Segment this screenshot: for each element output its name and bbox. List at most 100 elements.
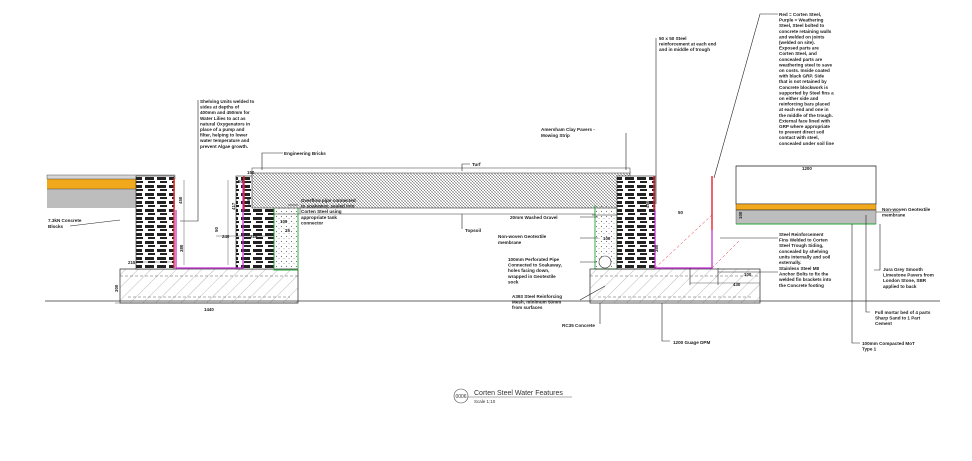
title-block: 0006 Corten Steel Water Features Scale 1… [453,388,572,404]
label-line: filter, helping to lower [200,133,248,138]
label-line: Red = Corten Steel, [779,12,821,17]
label-line: sock [508,279,519,284]
label-line: concrete retaining walls [779,29,832,34]
label-line: GRP where appropriate [779,124,830,129]
right-footing [589,268,761,304]
label-line: on costs. Inside coated [779,68,830,73]
label-line: Corten Steel, and [779,51,817,56]
label-line: Stainless Steel M8 [779,266,820,271]
right-paving [735,165,877,225]
dim-100-pipe: 100 [603,236,611,241]
dim-380-right: 380 [654,244,659,252]
label-line: 400mm and 450mm for [200,110,250,115]
label-line: Overflow pipe connected [301,198,356,203]
dim-1440: 1440 [204,307,214,312]
dim-50-left: 50 [214,227,219,232]
dim-100-mid: 100 [280,219,288,224]
label-line: Limestone Pavers from [883,273,934,278]
label-line: Blocks [48,224,64,229]
label-line: concealed under soil line [779,141,834,146]
ref-circle [453,388,469,404]
label-line: supported by Steel fins a [779,90,834,95]
label-washed-gravel: 20mm Washed Gravel [510,215,558,220]
label-line: Amersham Clay Pavers - [541,127,595,132]
dim-450-right: 450 [645,200,650,208]
label-line: Anchor Bolts to fix the [779,272,829,277]
dim-215-mid: 215 [250,234,258,239]
dim-240-left: 240 [222,234,230,239]
drawing-title: Corten Steel Water Features [474,390,563,397]
right-trough-steel [653,176,741,285]
dim-100-r2: 100 [744,272,752,277]
label-line: Fins Welded to Corten [779,238,828,243]
dim-417: 417 [231,202,236,210]
label-line: from surfaces [512,305,543,310]
label-line: sides at depths of [200,105,240,110]
label-line: to soakaway, sealed into [301,204,355,209]
label-line: External face lined with [779,118,830,123]
label-line: with black GRP. Side [778,74,825,79]
label-line: holes facing down, [508,268,549,273]
label-line: Full mortar bed of 4 parts [875,310,931,315]
label-line: Steel Reinforcement [779,232,824,237]
label-line: Non-woven Geotextile [498,234,547,239]
label-line: Cement [875,321,892,326]
label-line: externally. [779,260,801,265]
label-line: connector [301,220,323,225]
label-line: Exposed parts are [779,46,819,51]
label-line: Sharp Sand to 1 Part [875,316,921,321]
label-line: on either side and [779,96,819,101]
label-line: prevent Algae growth. [200,144,248,149]
label-line: concealed parts are [779,57,823,62]
label-line: Type 1 [862,347,877,352]
dim-150-top: 150 [247,170,255,175]
label-line: wrapped in Geotextile [507,274,556,279]
left-footing [119,268,299,304]
leader-lines [69,13,900,344]
label-dpm: 1200 Guage DPM [673,340,710,345]
label-line: Non-woven Geotextile [882,207,931,212]
dim-450-mid: 450 [246,197,251,205]
label-engineering-bricks: Engineering Bricks [284,151,326,156]
label-line: Connected to Soakaway, [508,263,562,268]
label-line: concealed by shelving [779,249,828,254]
label-line: Jura Grey Smooth [883,267,923,272]
label-line: Corten Steel using [301,209,342,214]
label-line: reinforcement at each end [659,42,716,47]
label-line: weathering steel to save [778,62,833,67]
left-block-wall [135,175,175,270]
label-line: membrane [498,240,522,245]
label-line: Steel Trough Siding, [779,243,823,248]
label-line: and welded on joints [779,34,825,39]
dim-380-left: 380 [179,244,184,252]
label-line: reinforcing bars placed [779,102,830,107]
label-line: 100mm Compacted MoT [862,341,915,346]
dim-450-left: 450 [178,196,183,204]
label-line: appropriate tank [301,215,337,220]
label-rc35: RC35 Concrete [562,323,595,328]
label-line: 7.3kN Concrete [48,218,82,223]
label-line: A393 Steel Reinforcing [512,294,562,299]
label-line: 50 x 50 Steel [659,36,687,41]
label-line: Steel, Steel bolted to [779,23,824,28]
dim-50-right: 50 [678,210,683,215]
dim-215-left: 215 [128,260,136,265]
dim-100-right: 100 [738,211,743,219]
label-line: that is not retained by [779,79,827,84]
label-line: (welded on site). [779,40,815,45]
label-line: Purple = Weathering [779,18,824,23]
label-line: Mesh, minimum 50mm [512,300,561,305]
label-line: contact with steel, [779,135,819,140]
dim-300-left: 300 [114,284,119,292]
